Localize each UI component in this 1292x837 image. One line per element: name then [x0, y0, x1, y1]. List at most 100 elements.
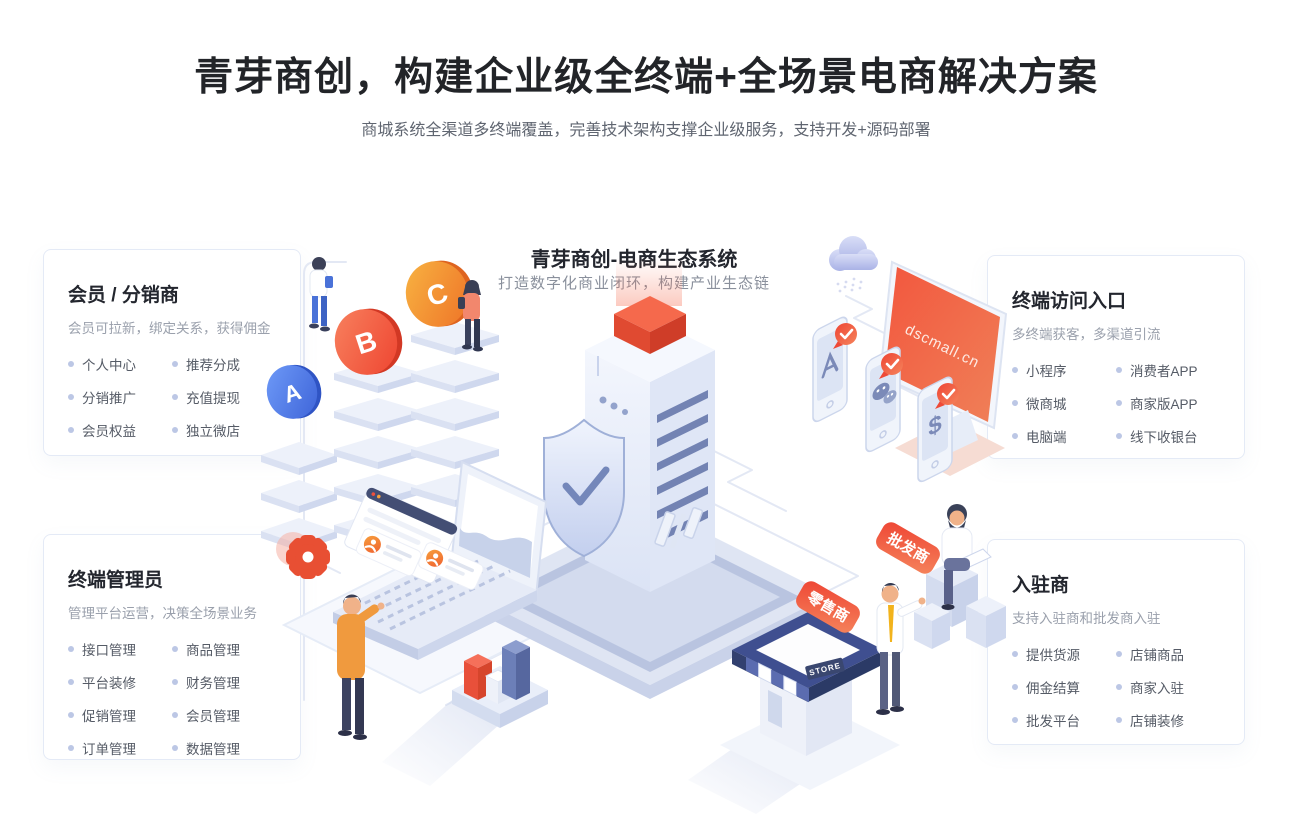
- list-item: 数据管理: [172, 738, 276, 758]
- list-item: 订单管理: [68, 738, 172, 758]
- bullet-dot-icon: [172, 427, 178, 433]
- list-item: 批发平台: [1012, 710, 1116, 730]
- bullet-dot-icon: [172, 679, 178, 685]
- bullet-dot-icon: [1116, 717, 1122, 723]
- list-item: 促销管理: [68, 705, 172, 725]
- check-badge: [935, 383, 959, 409]
- connector-lines: [303, 261, 975, 706]
- list-item: 线下收银台: [1116, 426, 1220, 446]
- list-item: 佣金结算: [1012, 677, 1116, 697]
- list-item: 商品管理: [172, 639, 276, 659]
- card-settled-merchants: 入驻商 支持入驻商和批发商入驻 提供货源 店铺商品 佣金结算 商家入驻 批发平台…: [987, 539, 1245, 745]
- bar-chart-mini: [452, 640, 548, 728]
- card-terminal-entries: 终端访问入口 多终端获客，多渠道引流 小程序 消费者APP 微商城 商家版APP…: [987, 255, 1245, 459]
- ecosystem-subtitle: 打造数字化商业闭环，构建产业生态链: [497, 275, 770, 292]
- list-item: 推荐分成: [172, 354, 276, 374]
- bullet-dot-icon: [1012, 717, 1018, 723]
- person-wholesaler: [941, 504, 992, 610]
- card-title: 终端访问入口: [1012, 291, 1127, 312]
- list-item: 提供货源: [1012, 644, 1116, 664]
- feature-list: 提供货源 店铺商品 佣金结算 商家入驻 批发平台 店铺装修: [1012, 644, 1220, 730]
- bullet-dot-icon: [172, 712, 178, 718]
- bullet-dot-icon: [172, 745, 178, 751]
- bullet-dot-icon: [1116, 684, 1122, 690]
- list-item: 独立微店: [172, 420, 276, 440]
- server-vents: [657, 390, 708, 543]
- store-shadow: [720, 700, 900, 790]
- phone-wechat: [865, 346, 901, 453]
- list-item: 会员管理: [172, 705, 276, 725]
- user-card: [418, 542, 484, 590]
- list-item: 接口管理: [68, 639, 172, 659]
- store-awning: [746, 657, 809, 703]
- coin-b: B: [334, 308, 403, 375]
- wechat-icon: [872, 382, 897, 404]
- page-title: 青芽商创，构建企业级全终端+全场景电商解决方案: [194, 56, 1098, 99]
- list-item: 电脑端: [1012, 426, 1116, 446]
- feature-list: 小程序 消费者APP 微商城 商家版APP 电脑端 线下收银台: [1012, 360, 1220, 446]
- phone-appstore: [812, 316, 848, 423]
- list-item: 会员权益: [68, 420, 172, 440]
- card-subtitle: 多终端获客，多渠道引流: [1012, 327, 1161, 342]
- bullet-dot-icon: [1012, 651, 1018, 657]
- card-title: 终端管理员: [68, 570, 164, 591]
- card-title: 会员 / 分销商: [68, 285, 179, 306]
- appstore-icon: [821, 351, 839, 379]
- bullet-dot-icon: [68, 679, 74, 685]
- bullet-dot-icon: [68, 712, 74, 718]
- card-subtitle: 支持入驻商和批发商入驻: [1012, 611, 1161, 626]
- alert-cube: [614, 296, 686, 354]
- check-badge: [879, 353, 903, 379]
- store-sign-label: STORE: [808, 661, 842, 678]
- server-tower: [585, 258, 715, 592]
- monitor-domain-label: dscmall.cn: [902, 321, 982, 372]
- bullet-dot-icon: [172, 394, 178, 400]
- bullet-dot-icon: [1012, 367, 1018, 373]
- card-subtitle: 管理平台运营，决策全场景业务: [68, 606, 257, 621]
- tag-wholesaler: 批发商: [876, 522, 940, 574]
- person-with-phone-left: [309, 257, 333, 332]
- browser-window: [344, 487, 458, 584]
- bullet-dot-icon: [172, 361, 178, 367]
- person-retailer: [876, 582, 926, 715]
- check-badge: [833, 323, 857, 349]
- security-shield-icon: [543, 418, 625, 558]
- list-item: 消费者APP: [1116, 360, 1220, 380]
- bullet-dot-icon: [1116, 651, 1122, 657]
- tag-retailer: 零售商: [796, 581, 860, 633]
- card-subtitle: 会员可拉新，绑定关系，获得佣金: [68, 321, 271, 336]
- list-item: 微商城: [1012, 393, 1116, 413]
- bar-blue: [502, 640, 530, 700]
- bullet-dot-icon: [172, 646, 178, 652]
- bullet-dot-icon: [68, 427, 74, 433]
- list-item: 商家入驻: [1116, 677, 1220, 697]
- bullet-dot-icon: [68, 394, 74, 400]
- list-item: 店铺商品: [1116, 644, 1220, 664]
- growth-stack-c: [411, 322, 499, 507]
- bullet-dot-icon: [1012, 400, 1018, 406]
- code-icon: [654, 507, 704, 549]
- list-item: 分销推广: [68, 387, 172, 407]
- bar-red: [464, 654, 492, 700]
- bar-white: [484, 669, 512, 704]
- bullet-dot-icon: [1116, 433, 1122, 439]
- list-item: 店铺装修: [1116, 710, 1220, 730]
- card-members-distributors: 会员 / 分销商 会员可拉新，绑定关系，获得佣金 个人中心 推荐分成 分销推广 …: [43, 249, 301, 456]
- tag-retailer-label: 零售商: [803, 587, 852, 626]
- bullet-dot-icon: [68, 646, 74, 652]
- admin-laptop: [333, 460, 548, 660]
- list-item: 充值提现: [172, 387, 276, 407]
- bullet-dot-icon: [1012, 433, 1018, 439]
- shadow-sweep: [688, 742, 812, 814]
- coin-b-label: B: [352, 325, 381, 361]
- card-platform-admin: 终端管理员 管理平台运营，决策全场景业务 接口管理 商品管理 平台装修 财务管理…: [43, 534, 301, 760]
- bullet-dot-icon: [1116, 367, 1122, 373]
- bullet-dot-icon: [68, 361, 74, 367]
- person-admin: [337, 594, 385, 740]
- laptop-platform: [281, 555, 559, 695]
- shadow-sweep: [382, 700, 500, 786]
- list-item: 财务管理: [172, 672, 276, 692]
- user-card: [355, 528, 422, 576]
- list-item: 商家版APP: [1116, 393, 1220, 413]
- list-item: 平台装修: [68, 672, 172, 692]
